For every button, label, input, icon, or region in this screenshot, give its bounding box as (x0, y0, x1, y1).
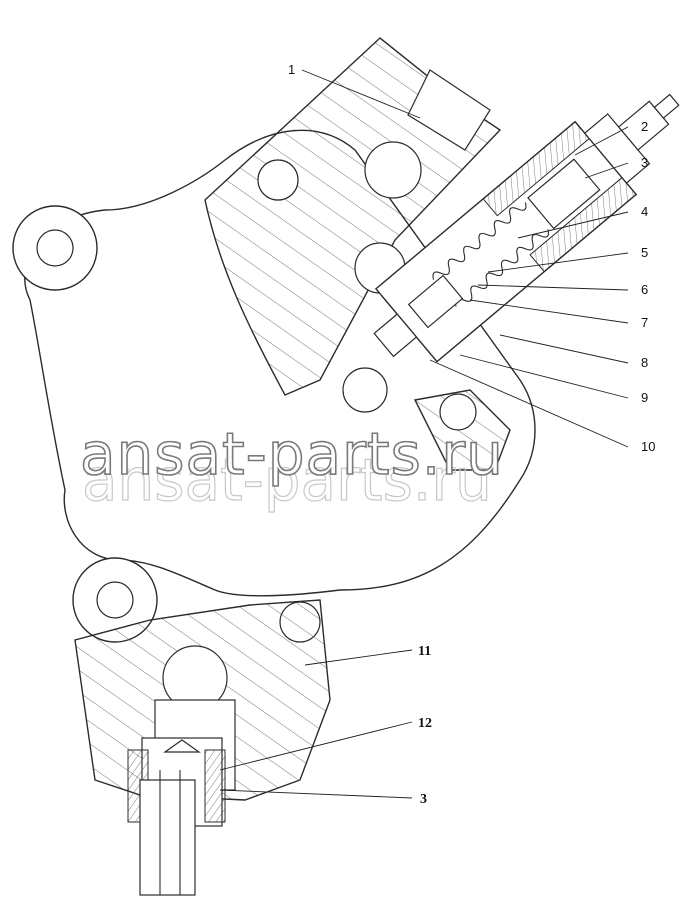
mounting-hole-left (36, 229, 74, 267)
valve-plunger (407, 274, 464, 329)
callout-10: 10 (641, 439, 655, 454)
watermark: ansat-parts.ru ansat-parts.ru (79, 419, 504, 514)
callout-3-bottom: 3 (420, 792, 427, 807)
spring (432, 202, 549, 307)
callout-1: 1 (288, 62, 295, 77)
callout-2: 2 (641, 119, 648, 134)
leader-lines (219, 69, 629, 799)
ball-lower (342, 367, 388, 413)
callout-8: 8 (641, 355, 648, 370)
callout-9: 9 (641, 390, 648, 405)
watermark-text: ansat-parts.ru (80, 420, 504, 488)
callout-5: 5 (641, 245, 648, 260)
callout-4: 4 (641, 204, 648, 219)
mounting-hole-top (257, 159, 299, 201)
outlet-tube (139, 779, 196, 896)
svg-text:ansat-parts.ru: ansat-parts.ru (82, 446, 492, 514)
upper-section-cut (204, 37, 502, 413)
mounting-hole-bottom-left (96, 581, 134, 619)
outlet-fitting (127, 737, 226, 896)
ball-upper (364, 141, 422, 199)
callout-7: 7 (641, 315, 648, 330)
callout-6: 6 (641, 282, 648, 297)
right-lug-cut (413, 389, 511, 471)
pressure-valve-assembly (373, 93, 680, 363)
callout-11: 11 (418, 644, 431, 659)
callout-labels: 1 2 3 4 5 6 7 8 9 10 11 12 3 (288, 62, 655, 807)
callout-3-top: 3 (641, 155, 648, 170)
callout-12: 12 (418, 716, 432, 731)
